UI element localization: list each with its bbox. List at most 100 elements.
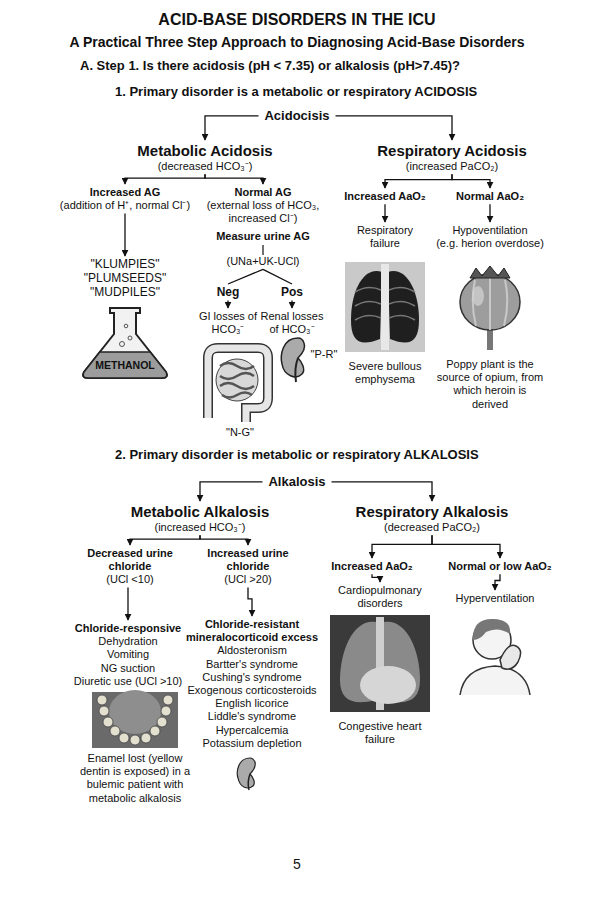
node-text: Hypercalcemia <box>176 724 328 737</box>
node-text: (increased HCO₃⁻) <box>131 521 270 534</box>
small-intestine <box>216 359 258 401</box>
flow-node: Increased urine chloride(UCl >20) <box>201 547 296 587</box>
tooth <box>157 717 167 727</box>
bar-mark <box>262 245 263 255</box>
teeth-arc <box>97 695 173 745</box>
flow-node: "KLUMPIES""PLUMSEEDS""MUDPILES" <box>84 258 167 299</box>
shoulders <box>460 666 530 695</box>
tooth <box>119 733 129 743</box>
connector-arrow <box>385 174 452 188</box>
xray-film <box>330 615 430 712</box>
node-heading: Acidocisis <box>261 108 332 124</box>
flow-node: Increased AG(addition of H⁺, normal Cl⁻) <box>60 186 190 212</box>
node-heading: Hypoventilation <box>436 224 544 237</box>
bubble <box>120 342 125 347</box>
intestines-drawing <box>208 348 268 422</box>
node-text: Bartter's syndrome <box>176 658 328 671</box>
right-lung <box>388 271 419 343</box>
tooth <box>130 735 140 745</box>
teeth-photo <box>92 690 178 748</box>
node-text: Exogenous corticosteroids <box>176 684 328 697</box>
node-text: (UCl >20) <box>201 573 296 586</box>
flow-node: Neg <box>217 285 240 299</box>
node-heading: Alkalosis <box>265 474 328 490</box>
node-text: (decreased HCO₃⁻) <box>137 160 272 173</box>
node-heading: Normal AaO₂ <box>456 190 524 203</box>
tooth <box>163 695 173 705</box>
node-text: "MUDPILES" <box>84 286 167 300</box>
text-label: 1. Primary disorder is a metabolic or re… <box>115 84 477 100</box>
flow-node: Chloride-responsiveDehydrationVomitingNG… <box>74 622 183 688</box>
hand <box>500 645 521 669</box>
flow-node: GI losses of HCO₃⁻ <box>196 310 260 336</box>
pod-crown <box>470 266 510 278</box>
flow-node: Increased AaO₂ <box>331 560 413 573</box>
flow-node: Chloride-resistant mineralocorticoid exc… <box>176 618 328 750</box>
node-heading: Normal AG <box>201 186 326 199</box>
chf-xray <box>330 615 430 712</box>
pod-stripes <box>473 276 508 330</box>
connector-arrow <box>200 482 262 501</box>
connector-arrow <box>227 300 228 308</box>
node-heading: Pos <box>281 285 303 299</box>
connector-arrow <box>127 588 128 620</box>
connector-arrow <box>200 535 248 545</box>
text-label: "N-G" <box>226 426 254 439</box>
flow-node: Hyperventilation <box>456 592 535 605</box>
node-heading: Neg <box>217 285 240 299</box>
colon-outline <box>208 348 268 422</box>
node-heading: Metabolic Alkalosis <box>131 503 270 521</box>
connector-arrow <box>125 174 205 184</box>
node-text: Diuretic use (UCl >10) <box>74 675 183 688</box>
connector-arrow <box>228 269 263 284</box>
xray-film <box>345 262 425 352</box>
flow-node: Respiratory failure <box>350 224 420 250</box>
node-heading: Hyperventilation <box>456 592 535 605</box>
node-text: (UCl <10) <box>83 573 178 586</box>
node-text: "PLUMSEEDS" <box>84 272 167 286</box>
node-heading: Normal or low AaO₂ <box>448 560 552 573</box>
node-text: Dehydration <box>74 635 183 648</box>
connector-arrow <box>263 269 292 284</box>
text-label: Enamel lost (yellow dentin is exposed) i… <box>75 752 195 805</box>
connector-arrow <box>489 204 490 222</box>
node-heading: Metabolic Acidosis <box>137 142 272 160</box>
node-text: Vomiting <box>74 648 183 661</box>
node-heading: Respiratory Alkalosis <box>356 503 509 521</box>
flow-node: Metabolic Alkalosis(increased HCO₃⁻) <box>131 503 270 534</box>
flow-node: Metabolic Acidosis(decreased HCO₃⁻) <box>137 142 272 173</box>
flask-liquid <box>83 352 167 378</box>
kidney-shape <box>281 338 304 377</box>
text-label: "P-R" <box>311 348 338 361</box>
kidney-drawing <box>281 338 304 382</box>
left-lung <box>351 271 382 343</box>
emphysema-xray <box>345 262 425 352</box>
connector-arrow <box>205 174 263 184</box>
flow-node: Cardiopulmonary disorders <box>330 584 430 610</box>
methanol-flask <box>83 308 167 378</box>
node-text: NG suction <box>74 662 183 675</box>
colon-fill <box>208 348 268 422</box>
ureter <box>295 358 298 382</box>
flow-node: Alkalosis <box>265 474 328 490</box>
node-text: English licorice <box>176 697 328 710</box>
node-text: Cushing's syndrome <box>176 671 328 684</box>
tooth <box>110 726 120 736</box>
node-text: Liddle's syndrome <box>176 710 328 723</box>
node-text: (UNa+UK-UCl) <box>216 255 310 268</box>
text-label: ACID-BASE DISORDERS IN THE ICU <box>158 10 435 29</box>
enlarged-heart <box>360 666 416 704</box>
node-heading: Increased AaO₂ <box>344 190 426 203</box>
flow-node: Decreased urine chloride(UCl <10) <box>83 547 178 587</box>
text-label: A. Step 1. Is there acidosis (pH < 7.35)… <box>80 58 460 74</box>
tooth <box>103 717 113 727</box>
flow-node: Normal or low AaO₂ <box>448 560 552 573</box>
tooth <box>161 706 171 716</box>
node-text: (decreased PaCO₂) <box>356 521 509 534</box>
text-label: A Practical Three Step Approach to Diagn… <box>69 34 524 51</box>
connector-arrow <box>452 174 490 188</box>
small-kidney <box>237 758 255 790</box>
node-text: (addition of H⁺, normal Cl⁻) <box>60 199 190 212</box>
node-text: Aldosteronism <box>176 644 328 657</box>
